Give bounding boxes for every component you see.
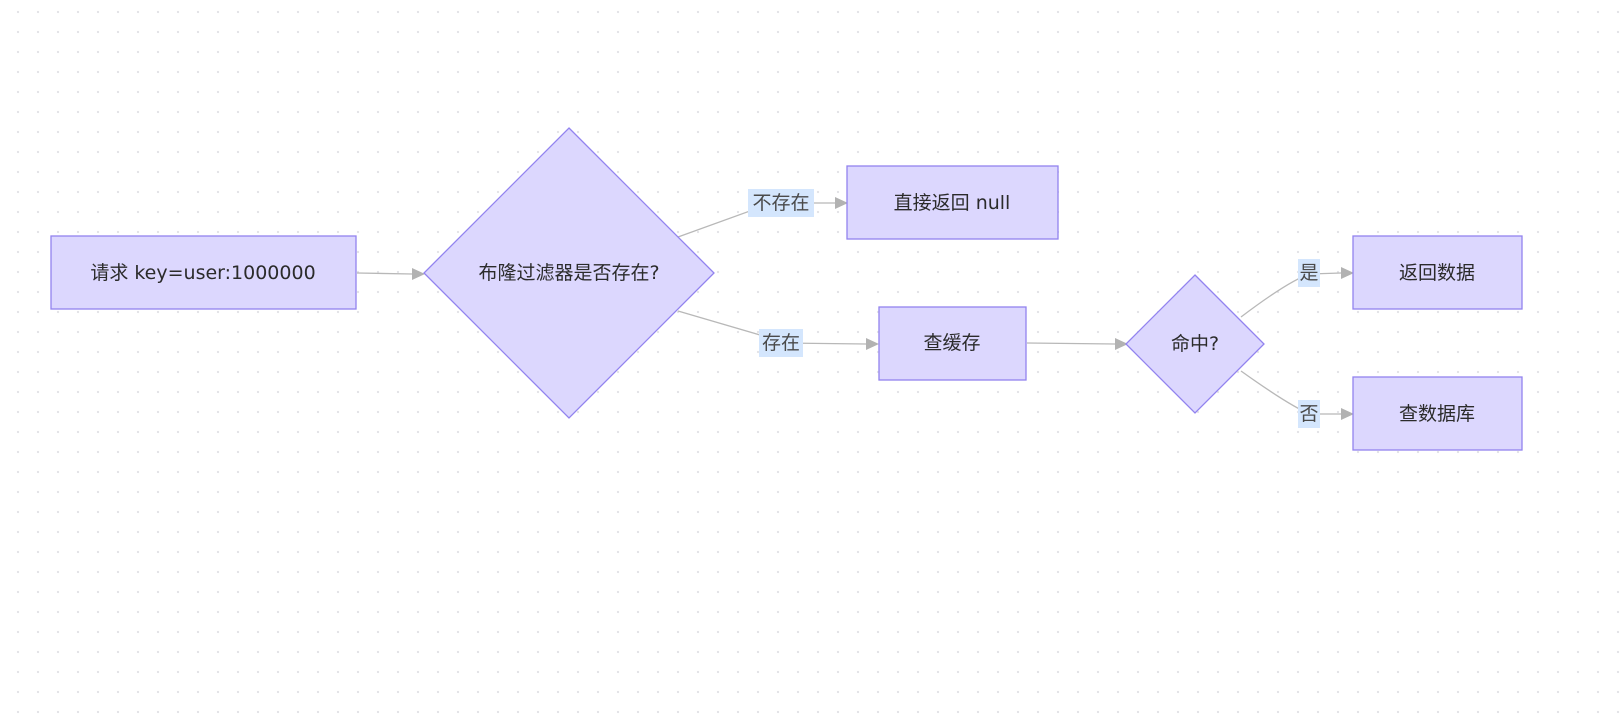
node-request-label: 请求 key=user:1000000: [90, 262, 315, 284]
node-hit-check-label: 命中?: [1171, 333, 1219, 355]
node-return-null[interactable]: 直接返回 null: [846, 165, 1059, 240]
node-query-cache-label: 查缓存: [923, 332, 980, 354]
node-return-data[interactable]: 返回数据: [1352, 235, 1523, 310]
edge-label-bg-exist: [759, 329, 803, 357]
node-query-cache[interactable]: 查缓存: [878, 306, 1027, 381]
edge-label-exist: 存在: [762, 332, 800, 354]
node-return-data-label: 返回数据: [1399, 262, 1475, 284]
edge-request-to-bloom: [356, 272, 413, 275]
arrowhead-bloom: [412, 268, 425, 280]
edge-label-bg-not-exist: [748, 189, 814, 217]
arrowhead-query-db: [1341, 408, 1354, 420]
node-query-db[interactable]: 查数据库: [1352, 376, 1523, 451]
node-bloom-check-label: 布隆过滤器是否存在?: [478, 262, 659, 284]
node-return-null-label: 直接返回 null: [894, 192, 1011, 214]
edge-label-not-exist: 不存在: [752, 192, 809, 214]
nodes: 请求 key=user:1000000 布隆过滤器是否存在? 直接返回 null…: [50, 127, 1523, 451]
node-query-db-label: 查数据库: [1399, 403, 1475, 425]
edge-label-yes: 是: [1299, 262, 1318, 284]
edge-query-cache-to-hit: [1026, 342, 1116, 345]
node-hit-check[interactable]: 命中?: [1125, 274, 1265, 414]
edge-labels: 不存在 存在 是 否: [748, 189, 1320, 428]
arrowhead-hit: [1115, 338, 1128, 350]
edge-hit-to-return-data: [1240, 272, 1342, 318]
edge-label-bg-no: [1298, 400, 1320, 428]
node-bloom-check[interactable]: 布隆过滤器是否存在?: [423, 127, 715, 419]
arrowhead-query-cache: [866, 338, 879, 350]
node-request[interactable]: 请求 key=user:1000000: [50, 235, 357, 310]
arrowhead-return-null: [835, 197, 848, 209]
edge-label-bg-yes: [1298, 259, 1320, 287]
edge-label-no: 否: [1299, 403, 1318, 425]
edge-hit-to-query-db: [1240, 370, 1341, 415]
arrowhead-return-data: [1341, 267, 1354, 279]
